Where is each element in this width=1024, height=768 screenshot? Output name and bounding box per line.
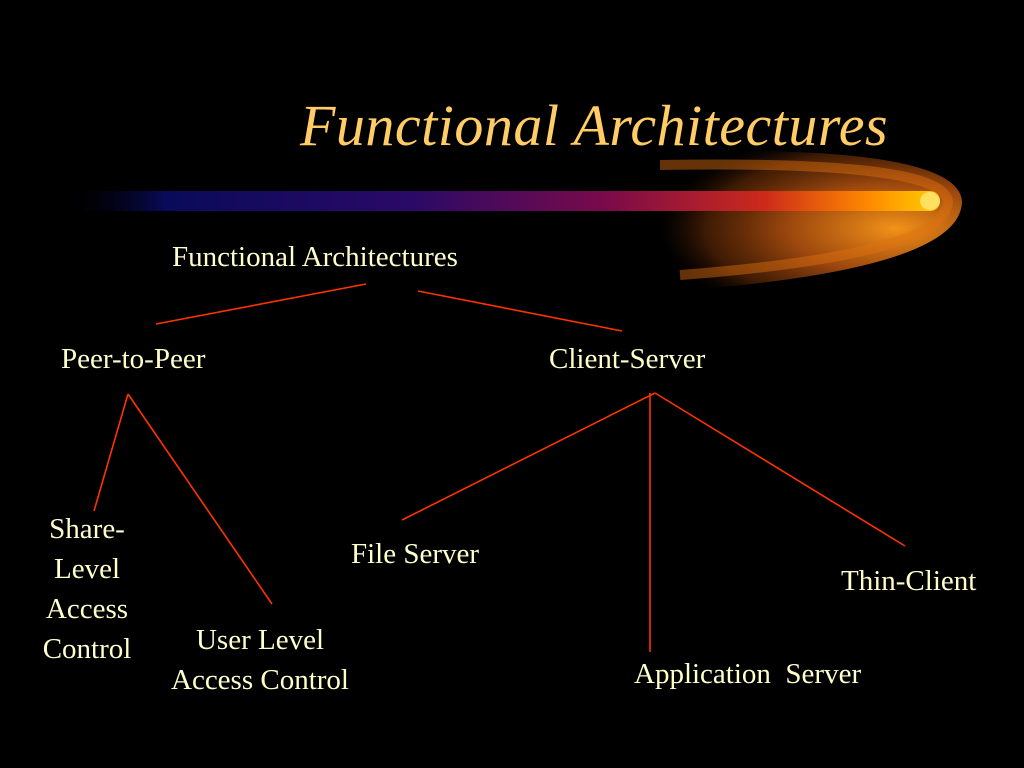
connector-client-to-thin-client	[654, 392, 906, 547]
slide-title: Functional Architectures	[300, 93, 889, 158]
node-root: Functional Architectures	[172, 241, 458, 273]
user-level-line-1: User Level	[195, 624, 325, 656]
node-peer-to-peer: Peer-to-Peer	[61, 343, 206, 375]
node-share-level-access-control: Share- Level Access Control	[28, 509, 146, 669]
connector-root-to-peer	[155, 283, 367, 325]
connector-peer-to-share-level	[93, 393, 129, 512]
share-level-line-2: Level	[53, 553, 120, 585]
node-thin-client: Thin-Client	[841, 565, 977, 597]
share-level-line-4: Control	[42, 633, 132, 665]
connector-peer-to-user-level	[127, 393, 273, 605]
node-user-level-access-control: User Level Access Control	[146, 620, 374, 700]
share-level-line-3: Access	[45, 593, 129, 625]
node-application-server: Application Server	[634, 658, 862, 690]
share-level-line-1: Share-	[49, 513, 125, 545]
user-level-line-2: Access Control	[171, 664, 349, 696]
connector-client-to-file-server	[401, 392, 656, 521]
node-client-server: Client-Server	[549, 343, 706, 375]
node-file-server: File Server	[351, 538, 480, 570]
connector-root-to-client	[417, 290, 623, 332]
